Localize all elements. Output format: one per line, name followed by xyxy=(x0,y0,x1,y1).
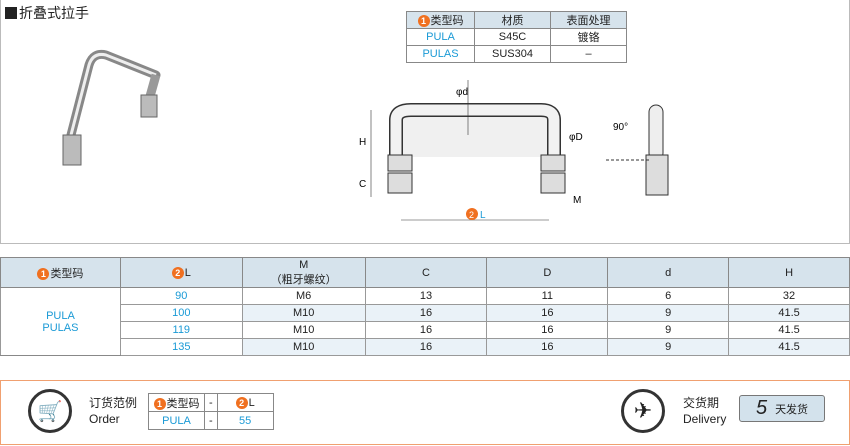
angle-label: 90° xyxy=(613,122,628,133)
cell: 90 xyxy=(119,287,243,305)
cell: 135 xyxy=(119,338,243,356)
cell: 41.5 xyxy=(728,304,850,322)
dim-H: H xyxy=(359,137,366,148)
cell: SUS304 xyxy=(474,45,551,63)
cell: 119 xyxy=(119,321,243,339)
technical-drawing: H C φd φD M 2 L 90° xyxy=(359,80,669,221)
h: L xyxy=(184,266,191,279)
cell: 9 xyxy=(607,321,730,339)
badge-2: 2 xyxy=(171,266,184,279)
cell: – xyxy=(550,45,627,63)
order-label: 订货范例 Order xyxy=(89,395,137,427)
cell: M10 xyxy=(241,304,366,322)
page-title: 折叠式拉手 xyxy=(5,3,89,23)
cell: 16 xyxy=(486,304,609,322)
shopping-cart-icon: 🛒 xyxy=(28,389,72,433)
cell: M10 xyxy=(241,338,366,356)
dim-M: M xyxy=(573,195,581,206)
cell: 6 xyxy=(607,287,730,305)
h-sub: （粗牙螺纹） xyxy=(270,273,337,286)
cell: 11 xyxy=(486,287,609,305)
cell: 9 xyxy=(607,304,730,322)
delivery-label: 交货期 Delivery xyxy=(683,395,726,427)
h: M xyxy=(299,258,309,271)
badge-1: 1 xyxy=(417,15,430,27)
header-D: D xyxy=(486,257,609,288)
cell: 16 xyxy=(486,338,609,356)
badge-1: 1 xyxy=(153,397,166,410)
delivery-badge: 5 天发货 xyxy=(739,395,825,422)
dim-d: φd xyxy=(456,87,468,98)
header-d: d xyxy=(607,257,730,288)
cell: 41.5 xyxy=(728,321,850,339)
h: L xyxy=(248,396,255,409)
h: 类型码 xyxy=(166,397,200,410)
header-finish: 表面处理 xyxy=(550,11,627,29)
airplane-icon: ✈ xyxy=(621,389,665,433)
delivery-en: Delivery xyxy=(683,412,727,426)
dash: - xyxy=(204,393,218,412)
badge-2: 2 xyxy=(469,210,474,220)
header-M: M （粗牙螺纹） xyxy=(241,257,366,288)
cell: PULAS xyxy=(406,45,475,63)
cell: PULA xyxy=(406,28,475,46)
badge-1: 1 xyxy=(37,267,50,280)
delivery-cn: 交货期 xyxy=(683,396,720,410)
h: 类型码 xyxy=(50,267,84,280)
cell: 16 xyxy=(364,338,488,356)
cell: 41.5 xyxy=(728,338,850,356)
cell: M10 xyxy=(241,321,366,339)
header-C: C xyxy=(364,257,488,288)
days: 5 xyxy=(755,397,768,419)
h: 类型码 xyxy=(430,15,464,27)
cell: 16 xyxy=(364,304,488,322)
order-type: PULA xyxy=(148,411,205,430)
cell: M6 xyxy=(241,287,366,305)
header-H: H xyxy=(728,257,850,288)
unit: 天发货 xyxy=(775,403,809,416)
cell: 9 xyxy=(607,338,730,356)
order-cn: 订货范例 xyxy=(89,396,138,410)
cell: 100 xyxy=(119,304,243,322)
dim-C: C xyxy=(359,179,366,190)
order-en: Order xyxy=(89,412,120,426)
header-material: 材质 xyxy=(474,11,551,29)
cell: 16 xyxy=(364,321,488,339)
dim-L: L xyxy=(480,210,486,221)
badge-2: 2 xyxy=(235,396,248,409)
cell: S45C xyxy=(474,28,551,46)
type: PULAS xyxy=(42,321,79,334)
title-text: 折叠式拉手 xyxy=(19,5,89,21)
cell: 13 xyxy=(364,287,488,305)
dash: - xyxy=(204,411,218,430)
cell: 镀铬 xyxy=(550,28,627,46)
dim-D: φD xyxy=(569,132,583,143)
type: PULA xyxy=(46,309,75,322)
cell: 16 xyxy=(486,321,609,339)
order-L: 55 xyxy=(216,411,274,430)
square-bullet-icon xyxy=(5,7,17,19)
product-photo xyxy=(62,50,161,166)
cell: 32 xyxy=(728,287,850,305)
